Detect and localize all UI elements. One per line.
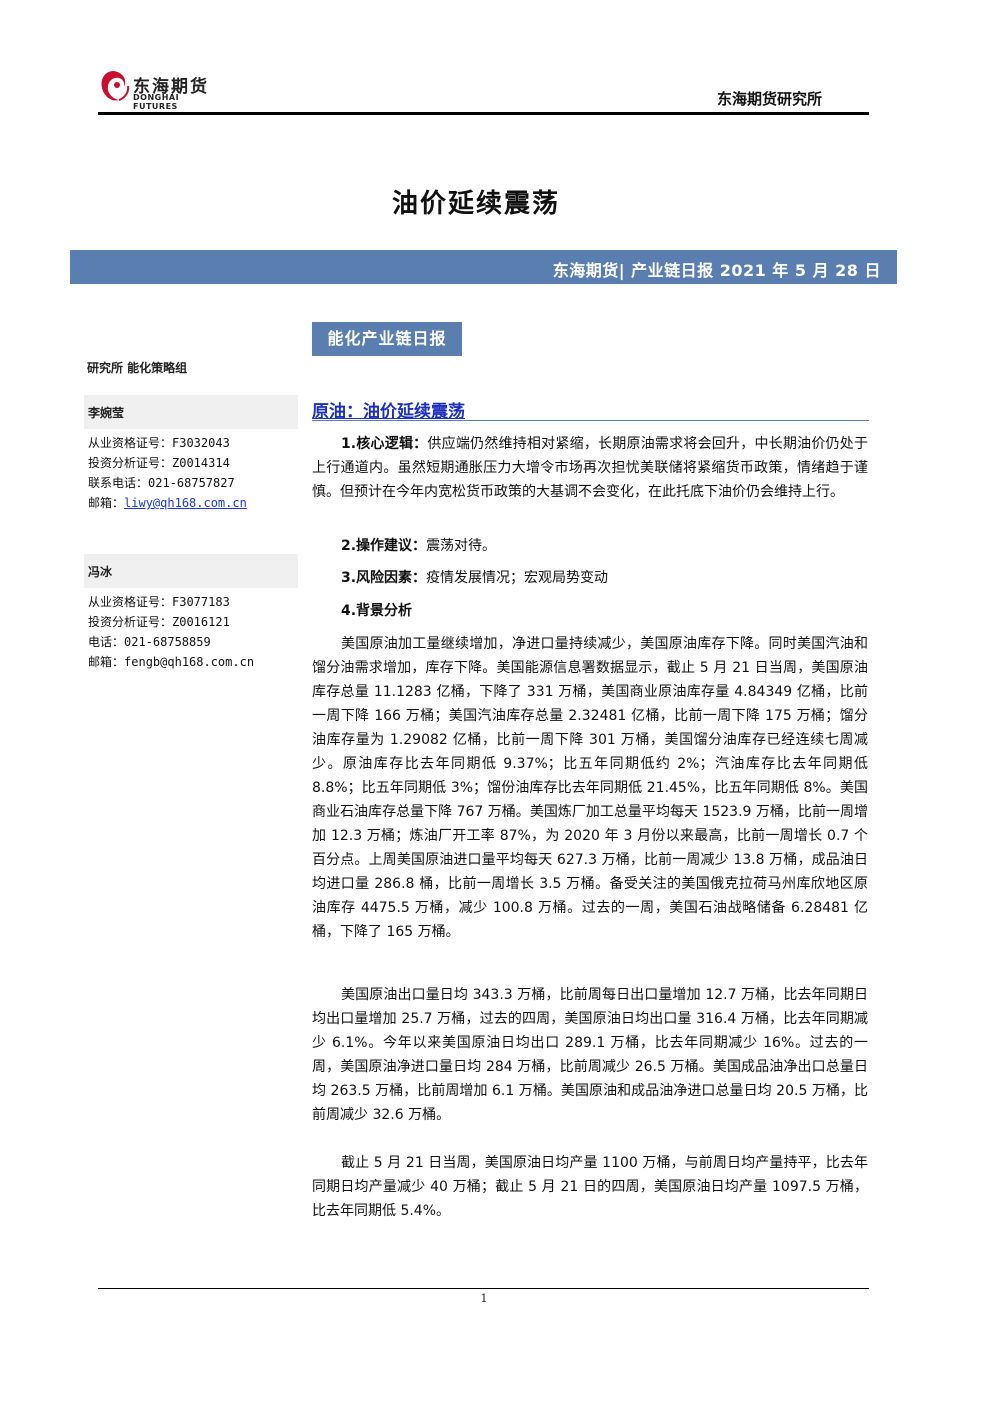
advice-label: 2.操作建议： (341, 538, 427, 554)
background-label: 4.背景分析 (341, 603, 413, 619)
email-line: 邮箱：liwy@qh168.com.cn (88, 493, 247, 513)
core-logic-paragraph: 1.核心逻辑：供应端仍然维持相对紧缩，长期原油需求将会回升，中长期油价仍处于上行… (312, 432, 868, 504)
page-number: 1 (480, 1292, 488, 1305)
risk-paragraph: 3.风险因素：疫情发展情况；宏观局势变动 (312, 566, 868, 590)
department-label: 研究所 能化策略组 (87, 361, 188, 375)
report-banner: 东海期货| 产业链日报 2021 年 5 月 28 日 (70, 250, 897, 284)
section-rule (312, 420, 869, 421)
body-paragraph-3: 截止 5 月 21 日当周，美国原油日均产量 1100 万桶，与前周日均产量持平… (312, 1155, 868, 1219)
advice-paragraph: 2.操作建议：震荡对待。 (312, 534, 868, 558)
footer-rule (98, 1288, 869, 1289)
license-number: 从业资格证号：F3032043 (88, 436, 230, 450)
background-heading: 4.背景分析 (312, 599, 868, 623)
email-link[interactable]: liwy@qh168.com.cn (124, 496, 247, 510)
institute-name: 东海期货研究所 (716, 90, 822, 108)
logo-chinese-text: 东海期货 (133, 77, 209, 97)
email-label: 邮箱： (88, 496, 125, 510)
email-line: 邮箱：fengb@qh168.com.cn (88, 652, 254, 672)
banner-text: 东海期货| 产业链日报 2021 年 5 月 28 日 (552, 261, 881, 280)
logo-english-text: DONGHAI FUTURES (133, 93, 180, 111)
header-rule (98, 112, 869, 115)
phone-number: 联系电话：021-68757827 (88, 476, 235, 490)
author-header: 李婉莹 (84, 395, 298, 429)
risk-label: 3.风险因素： (341, 570, 427, 586)
advice-text: 震荡对待。 (426, 538, 497, 554)
email-label: 邮箱： (88, 655, 125, 669)
dragon-logo-icon (101, 71, 130, 101)
license-number: 从业资格证号：F3077183 (88, 595, 230, 609)
donghai-logo: 东海期货 DONGHAI FUTURES (97, 68, 227, 111)
analyst-number: 投资分析证号：Z0014314 (88, 456, 230, 470)
report-title: 油价延续震荡 (391, 189, 560, 219)
category-tag: 能化产业链日报 (312, 322, 462, 356)
author-name: 李婉莹 (88, 406, 125, 420)
body-paragraph-1: 美国原油加工量继续增加，净进口量持续减少，美国原油库存下降。同时美国汽油和馏分油… (312, 636, 868, 940)
core-logic-text: 供应端仍然维持相对紧缩，长期原油需求将会回升，中长期油价仍处于上行通道内。虽然短… (312, 436, 869, 500)
body-paragraph-2: 美国原油出口量日均 343.3 万桶，比前周每日出口量增加 12.7 万桶，比去… (312, 987, 868, 1123)
section-title[interactable]: 原油：油价延续震荡 (312, 402, 465, 422)
email-text: fengb@qh168.com.cn (124, 655, 255, 669)
author-header: 冯冰 (84, 554, 298, 588)
risk-text: 疫情发展情况；宏观局势变动 (426, 570, 609, 586)
core-logic-label: 1.核心逻辑： (341, 436, 428, 452)
phone-number: 电话：021-68758859 (88, 635, 211, 649)
analyst-number: 投资分析证号：Z0016121 (88, 615, 230, 629)
author-contact: 从业资格证号：F3032043 投资分析证号：Z0014314 联系电话：021… (88, 433, 247, 513)
author-contact: 从业资格证号：F3077183 投资分析证号：Z0016121 电话：021-6… (88, 592, 254, 672)
author-name: 冯冰 (88, 565, 113, 579)
